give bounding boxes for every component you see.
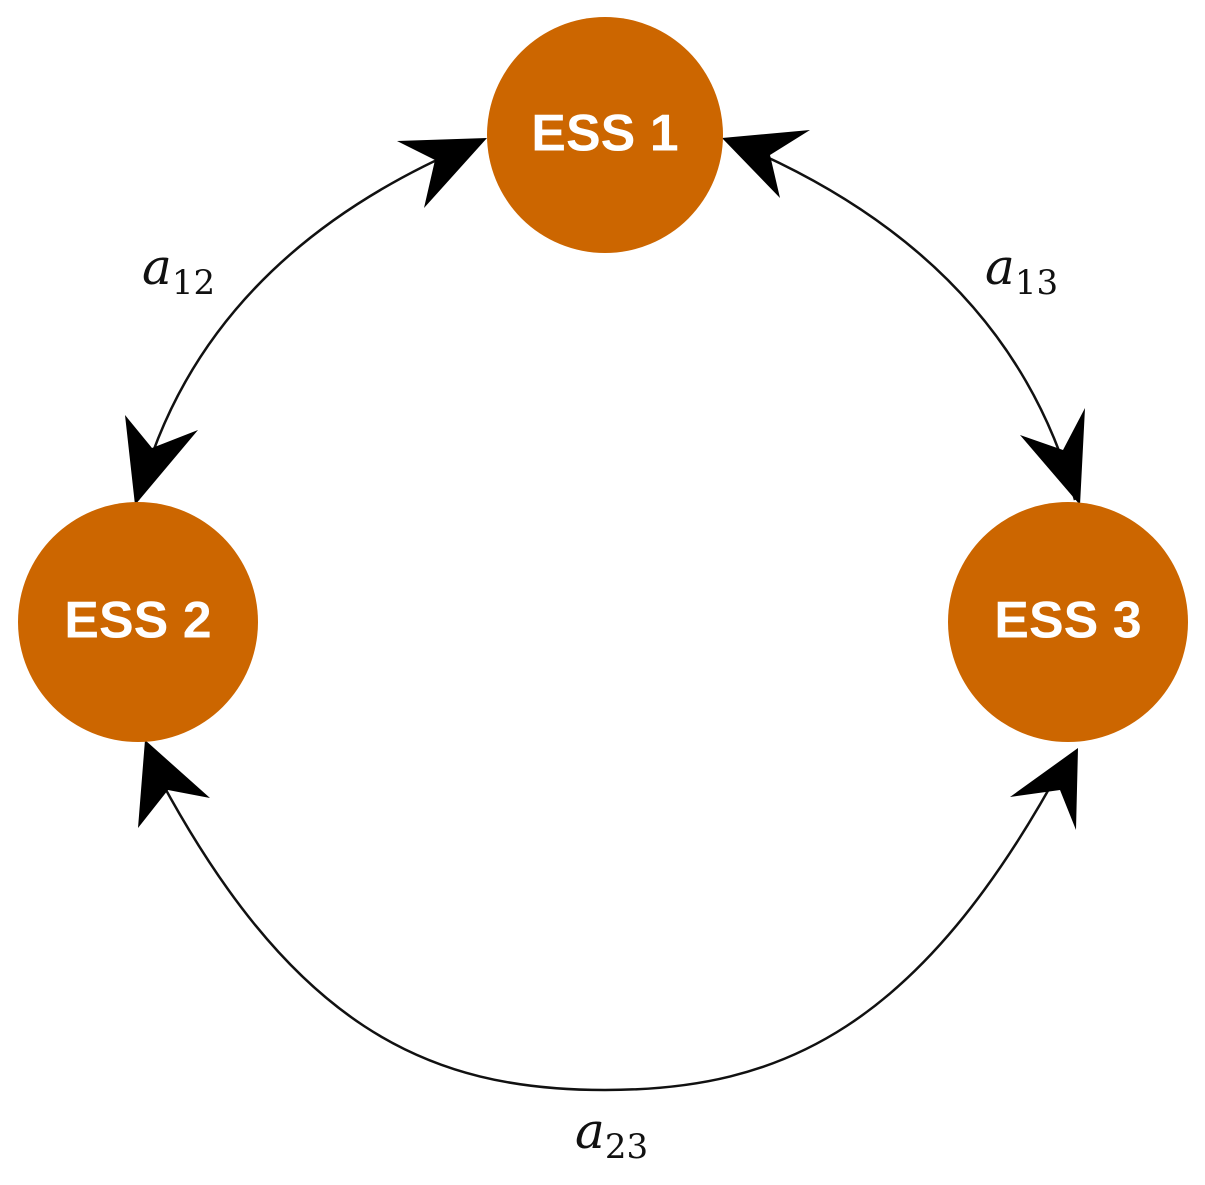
node-ess1-label: ESS 1 <box>531 105 678 163</box>
edge-a13: a13 <box>722 130 1085 505</box>
node-ess3-label: ESS 3 <box>994 592 1141 650</box>
edge-a12-label: a12 <box>142 238 215 303</box>
node-ess3-circle <box>948 502 1188 742</box>
edge-a13-label-sub: 13 <box>1015 263 1058 303</box>
edge-a12-label-main: a <box>142 238 172 296</box>
edge-a13-label-main: a <box>985 238 1015 296</box>
edge-a23-line <box>148 759 1067 1092</box>
edge-a12-arrowhead-ess2 <box>125 415 198 505</box>
edge-a13-arrowhead-ess1 <box>722 130 810 198</box>
edge-a23-label-sub: 23 <box>605 1127 648 1167</box>
node-ess1: ESS 1 <box>487 17 723 253</box>
edge-a23-arrowhead-ess3 <box>1010 748 1078 830</box>
edge-a13-arrowhead-ess3 <box>1020 408 1085 505</box>
edge-a12-label-sub: 12 <box>172 263 215 303</box>
edge-a23: a23 <box>138 740 1078 1167</box>
edge-a13-label: a13 <box>985 238 1058 303</box>
node-ess3: ESS 3 <box>948 502 1188 742</box>
edge-a12-line <box>136 143 471 501</box>
edge-a23-arrowhead-ess2 <box>138 740 210 828</box>
edge-a12: a12 <box>125 138 487 505</box>
edge-a23-label: a23 <box>575 1102 648 1167</box>
edge-a13-line <box>739 143 1077 501</box>
node-ess2-circle <box>18 502 258 742</box>
node-ess2-label: ESS 2 <box>64 592 211 650</box>
edge-a12-arrowhead-ess1 <box>397 138 487 208</box>
edge-a23-label-main: a <box>575 1102 605 1160</box>
node-ess1-circle <box>487 17 723 253</box>
node-ess2: ESS 2 <box>18 502 258 742</box>
